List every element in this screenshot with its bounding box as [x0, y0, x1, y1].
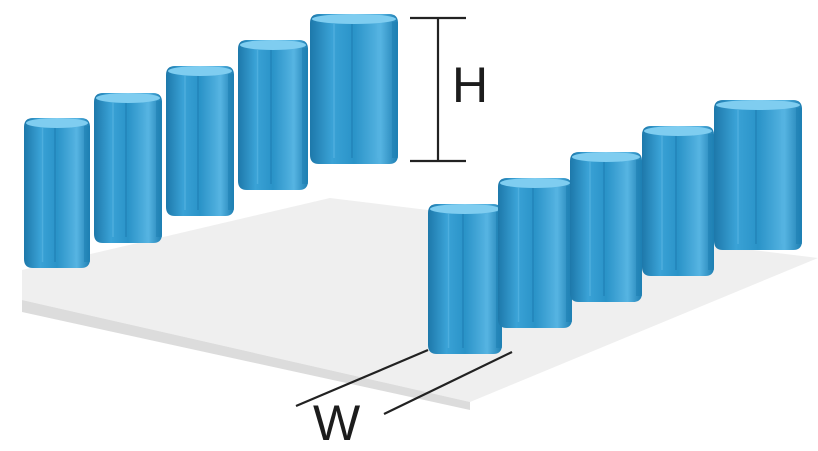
- right-corrugated-wall: [428, 100, 802, 354]
- left-corrugated-wall: [24, 14, 398, 268]
- substrate-edge: [22, 300, 470, 410]
- left-wall-panel-3: [166, 66, 234, 216]
- height-dimension: [410, 16, 466, 163]
- height-label: H: [452, 57, 489, 113]
- left-wall-panel-1: [24, 118, 90, 268]
- width-dimension-right-line: [383, 351, 513, 415]
- width-dimension-left-line: [295, 348, 429, 408]
- right-wall-panel-5: [714, 100, 802, 250]
- width-label: W: [313, 395, 361, 451]
- right-wall-panel-4: [642, 126, 714, 276]
- right-wall-panel-2: [498, 178, 572, 328]
- right-wall-panel-1: [428, 204, 502, 354]
- right-wall-panel-3: [570, 152, 642, 302]
- left-wall-panel-5: [310, 14, 398, 164]
- left-wall-panel-4: [238, 40, 308, 190]
- width-dimension: [295, 348, 513, 415]
- left-wall-panel-2: [94, 93, 162, 243]
